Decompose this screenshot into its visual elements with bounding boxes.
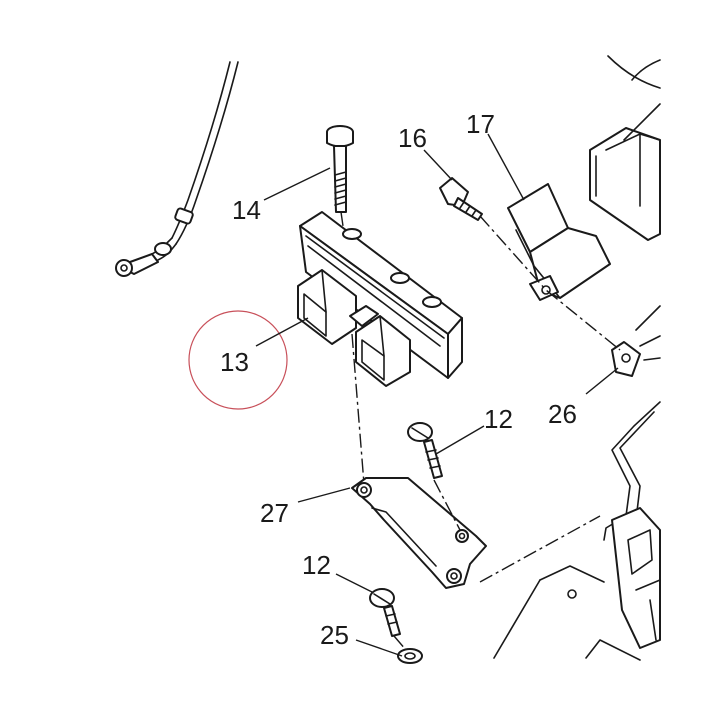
assembly-lines — [340, 211, 621, 651]
callout-16: 16 — [398, 123, 427, 153]
leader-lines — [255, 133, 619, 657]
callout-26: 26 — [548, 399, 577, 429]
callout-13: 13 — [220, 347, 249, 377]
mounting-plate-27 — [351, 477, 487, 589]
bolt-14 — [326, 125, 354, 213]
control-module-13 — [297, 211, 463, 387]
callout-27: 27 — [260, 498, 289, 528]
callout-25: 25 — [320, 620, 349, 650]
bolt-12-lower — [369, 588, 401, 637]
relay-block — [589, 55, 661, 241]
callout-12-upper: 12 — [484, 404, 513, 434]
bolt-16 — [439, 177, 483, 221]
highlight-circle — [188, 310, 288, 410]
clip-26 — [611, 305, 661, 377]
bolt-12-upper — [407, 422, 443, 479]
callout-12-lower: 12 — [302, 550, 331, 580]
callout-17: 17 — [466, 109, 495, 139]
callout-14: 14 — [232, 195, 261, 225]
ground-cable — [115, 61, 239, 277]
frame-bracket — [493, 401, 661, 661]
washer-25 — [397, 648, 423, 664]
bracket-17 — [507, 183, 611, 301]
